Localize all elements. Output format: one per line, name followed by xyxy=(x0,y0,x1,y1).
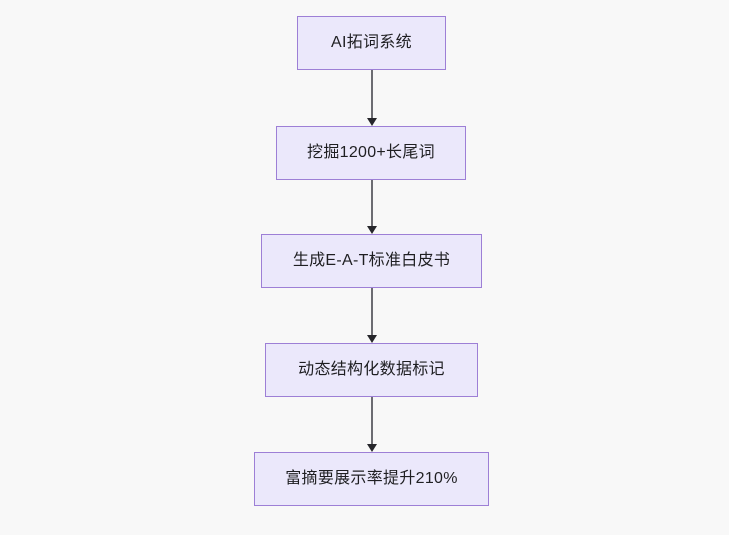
flow-node-label: AI拓词系统 xyxy=(331,34,412,51)
flow-node-n5[interactable]: 富摘要展示率提升210% xyxy=(254,452,489,506)
flow-node-n3[interactable]: 生成E-A-T标准白皮书 xyxy=(261,234,482,288)
flow-node-n4[interactable]: 动态结构化数据标记 xyxy=(265,343,478,397)
arrowhead-icon xyxy=(367,118,377,126)
edge-line xyxy=(371,288,373,336)
edge-line xyxy=(371,397,373,445)
flow-node-n2[interactable]: 挖掘1200+长尾词 xyxy=(276,126,466,180)
edge-line xyxy=(371,70,373,119)
arrowhead-icon xyxy=(367,444,377,452)
flow-node-label: 生成E-A-T标准白皮书 xyxy=(292,252,451,269)
arrowhead-icon xyxy=(367,335,377,343)
flow-node-label: 动态结构化数据标记 xyxy=(298,361,445,378)
arrowhead-icon xyxy=(367,226,377,234)
flow-node-label: 挖掘1200+长尾词 xyxy=(307,144,435,161)
flow-edge xyxy=(367,288,377,343)
flow-edge xyxy=(367,70,377,126)
edge-line xyxy=(371,180,373,227)
flow-edge xyxy=(367,180,377,234)
flow-node-n1[interactable]: AI拓词系统 xyxy=(297,16,446,70)
flow-edge xyxy=(367,397,377,452)
flow-node-label: 富摘要展示率提升210% xyxy=(285,470,458,487)
